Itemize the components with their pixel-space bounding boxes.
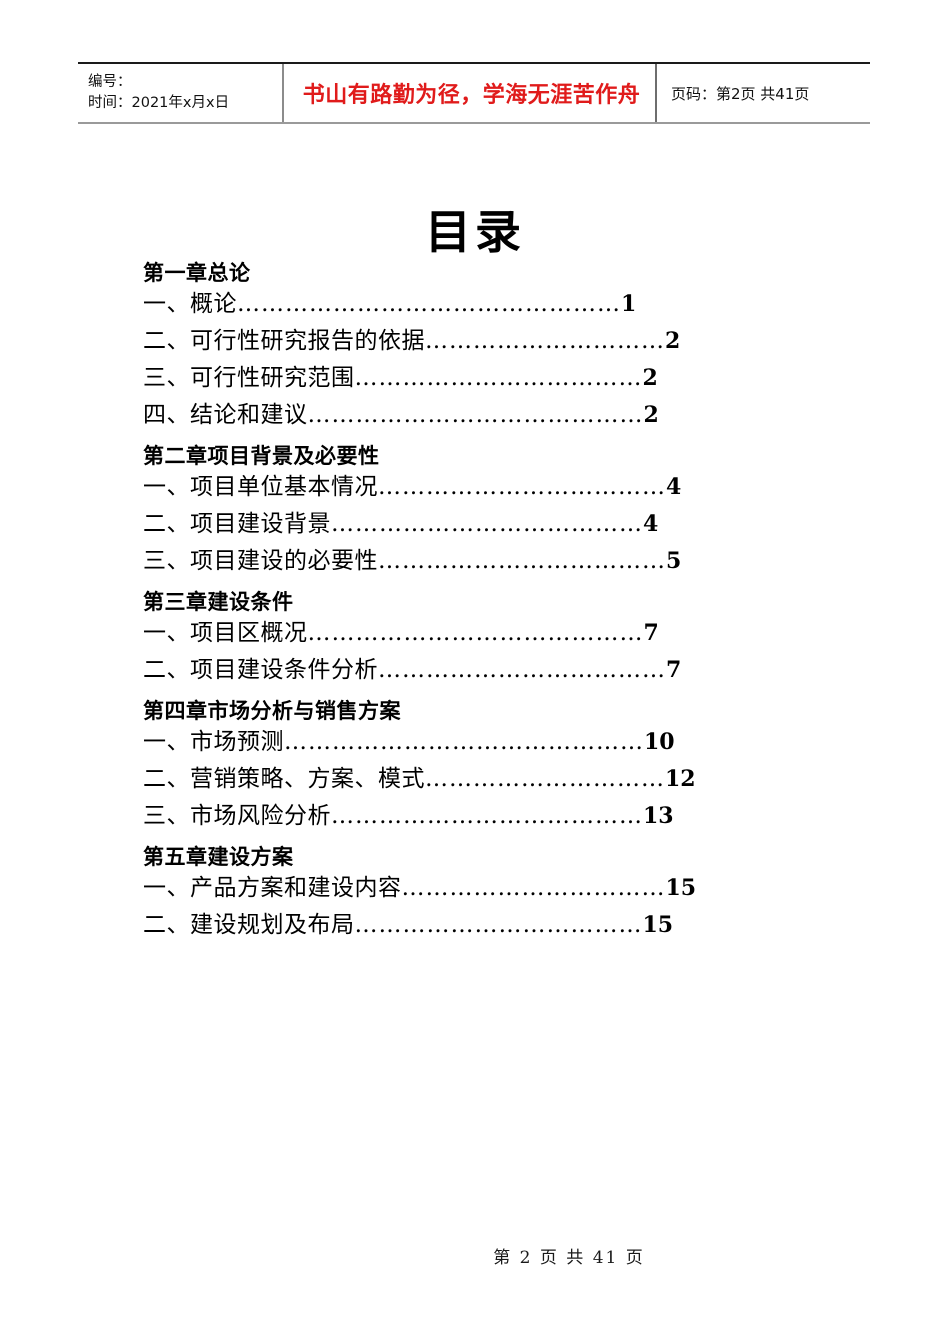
toc-entry-leader: …………………………………… [307,622,644,645]
header-meta-lines: 编号： 时间：2021年x月x日 [88,72,229,115]
toc-entry[interactable]: 三、项目建设的必要性 ……………………………… 5 [143,550,843,573]
toc-entry-page-number: 7 [666,657,682,683]
toc-entry-label: 一、项目区概况 [143,620,308,646]
toc-entry-page-number: 13 [643,803,674,829]
page-header-row: 编号： 时间：2021年x月x日 书山有路勤为径，学海无涯苦作舟 页码：第2页 … [78,64,870,122]
toc-entry[interactable]: 一、概论 ………………………………………… 1 [143,293,843,316]
toc-entry-leader: ……………………………… [354,914,643,937]
toc-entry[interactable]: 一、项目单位基本情况 ……………………………… 4 [143,476,843,499]
toc-entry[interactable]: 一、项目区概况 …………………………………… 7 [143,622,843,645]
toc-entry-leader: ……………………………… [378,550,666,573]
page-header-table: 编号： 时间：2021年x月x日 书山有路勤为径，学海无涯苦作舟 页码：第2页 … [78,62,870,124]
toc-entry-leader: ……………………………… [378,659,666,682]
toc-entry-label: 三、市场风险分析 [143,803,331,829]
table-of-contents: 第一章总论 一、概论 ………………………………………… 1 二、可行性研究报告的… [143,262,843,951]
toc-entry-leader: ………………………………… [331,805,643,828]
toc-entry-page-number: 4 [666,474,682,500]
header-doc-number: 编号： [88,73,132,90]
toc-entry-label: 二、可行性研究报告的依据 [143,328,425,354]
page-title: 目录 [425,205,525,259]
toc-chapter-heading[interactable]: 第一章总论 [143,260,251,285]
header-cell-motto: 书山有路勤为径，学海无涯苦作舟 [282,64,655,122]
toc-entry-label: 一、市场预测 [143,729,284,755]
toc-entry-leader: ……………………………… [378,476,666,499]
toc-entry[interactable]: 二、营销策略、方案、模式 ………………………… 12 [143,768,843,791]
toc-chapter-heading[interactable]: 第五章建设方案 [143,844,294,869]
toc-chapter-heading[interactable]: 第二章项目背景及必要性 [143,443,380,468]
toc-chapter-heading[interactable]: 第四章市场分析与销售方案 [143,698,401,723]
toc-entry-page-number: 5 [666,548,682,574]
toc-chapter-heading[interactable]: 第三章建设条件 [143,589,294,614]
toc-entry-leader: ……………………………………… [284,731,644,754]
toc-entry[interactable]: 三、可行性研究范围 ……………………………… 2 [143,367,843,390]
toc-entry-leader: ……………………………… [354,367,643,390]
toc-entry-page-number: 2 [643,402,659,428]
header-page-info-text: 页码：第2页 共41页 [671,84,810,103]
toc-entry-page-number: 2 [665,328,681,354]
toc-entry-label: 二、项目建设条件分析 [143,657,378,683]
toc-entry-page-number: 1 [621,291,637,317]
toc-entry-page-number: 7 [643,620,659,646]
toc-entry-leader: …………………………… [401,877,666,900]
toc-entry[interactable]: 三、市场风险分析 ………………………………… 13 [143,805,843,828]
toc-entry-leader: …………………………………… [307,404,644,427]
toc-entry-label: 二、建设规划及布局 [143,912,355,938]
toc-entry[interactable]: 一、市场预测 ……………………………………… 10 [143,731,843,754]
toc-entry[interactable]: 一、产品方案和建设内容 …………………………… 15 [143,877,843,900]
header-doc-date: 时间：2021年x月x日 [88,95,230,111]
toc-entry-page-number: 10 [644,729,675,755]
page-footer: 第 2 页 共 41 页 [493,1248,645,1268]
toc-entry-leader: ………………………………………… [237,293,621,316]
toc-entry-label: 二、项目建设背景 [143,511,331,537]
toc-entry-label: 二、营销策略、方案、模式 [143,766,425,792]
header-cell-page-info: 页码：第2页 共41页 [655,64,870,122]
toc-entry-label: 一、概论 [143,291,237,317]
toc-entry-page-number: 12 [665,766,696,792]
toc-entry[interactable]: 二、可行性研究报告的依据 ………………………… 2 [143,330,843,353]
toc-entry-label: 四、结论和建议 [143,402,308,428]
toc-entry-leader: ………………………… [425,768,665,791]
toc-entry-page-number: 4 [643,511,659,537]
toc-entry[interactable]: 二、项目建设背景 ………………………………… 4 [143,513,843,536]
toc-entry[interactable]: 四、结论和建议 …………………………………… 2 [143,404,843,427]
toc-entry[interactable]: 二、建设规划及布局 ……………………………… 15 [143,914,843,937]
toc-entry-label: 一、项目单位基本情况 [143,474,378,500]
header-motto-text: 书山有路勤为径，学海无涯苦作舟 [302,82,641,108]
header-cell-document-meta: 编号： 时间：2021年x月x日 [78,64,282,122]
toc-entry-label: 三、项目建设的必要性 [143,548,378,574]
toc-entry[interactable]: 二、项目建设条件分析 ……………………………… 7 [143,659,843,682]
toc-entry-label: 一、产品方案和建设内容 [143,875,402,901]
toc-entry-page-number: 2 [642,365,658,391]
toc-entry-page-number: 15 [665,875,697,901]
toc-entry-leader: ………………………………… [331,513,643,536]
toc-entry-leader: ………………………… [425,330,665,353]
toc-entry-label: 三、可行性研究范围 [143,365,355,391]
toc-entry-page-number: 15 [642,912,674,938]
